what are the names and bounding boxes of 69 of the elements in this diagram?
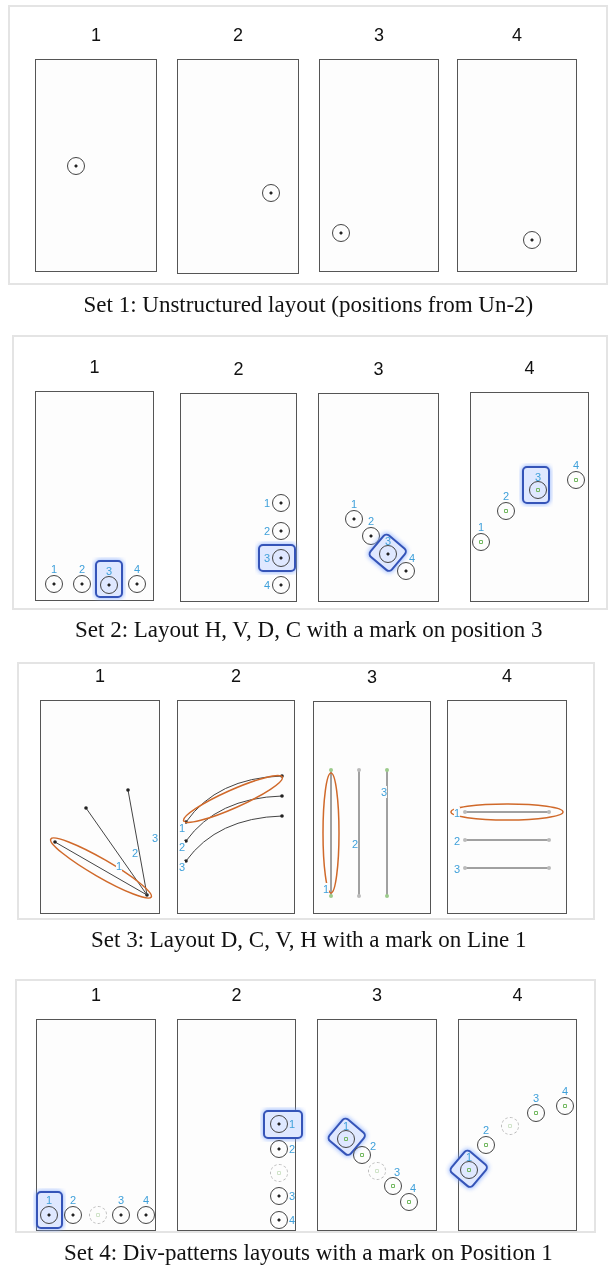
set-title: Set 4: Div-patterns layouts with a mark on Position 1 (64, 1239, 553, 1267)
line-number: 3 (151, 832, 159, 844)
line-number: 3 (453, 863, 461, 875)
position-number: 3 (117, 1194, 125, 1206)
set-title: Set 2: Layout H, V, D, C with a mark on position 3 (75, 616, 543, 644)
position-number: 2 (502, 490, 510, 502)
line-number: 2 (178, 841, 186, 853)
panel-number: 3 (373, 24, 385, 46)
position-number: 3 (393, 1166, 401, 1178)
position-number: 4 (409, 1182, 417, 1194)
panel-number: 4 (523, 357, 536, 379)
position-number: 2 (367, 515, 375, 527)
position-number: 3 (288, 1190, 296, 1202)
panel-number: 2 (232, 24, 244, 46)
panel-number: 1 (90, 24, 102, 46)
position-number: 4 (133, 563, 141, 575)
position-number: 1 (288, 1118, 296, 1130)
set-title: Set 3: Layout D, C, V, H with a mark on Line 1 (91, 926, 527, 954)
panel-number: 2 (230, 665, 242, 687)
panel-number: 1 (94, 665, 106, 687)
position-number: 1 (465, 1151, 473, 1163)
line-number: 1 (115, 860, 123, 872)
position-number: 1 (50, 563, 58, 575)
highlight-mark (519, 463, 553, 507)
panel-number: 3 (371, 984, 383, 1006)
position-number: 2 (482, 1124, 490, 1136)
line-number: 1 (322, 883, 330, 895)
panel-number: 3 (372, 358, 385, 380)
line-number: 2 (351, 838, 359, 850)
position-number: 1 (263, 497, 271, 509)
position-number: 4 (263, 579, 271, 591)
line-number: 2 (453, 835, 461, 847)
highlight-mark (92, 557, 126, 601)
set-title: Set 1: Unstructured layout (positions from Un-2) (83, 291, 534, 319)
position-number: 1 (350, 498, 358, 510)
panel-number: 3 (366, 666, 378, 688)
position-number: 3 (263, 552, 271, 564)
panel-number: 2 (232, 358, 245, 380)
line-number: 3 (178, 861, 186, 873)
position-number: 4 (408, 552, 416, 564)
position-number: 4 (288, 1214, 296, 1226)
line-number: 3 (380, 786, 388, 798)
position-number: 4 (572, 459, 580, 471)
position-number: 4 (561, 1085, 569, 1097)
panel-number: 4 (511, 984, 524, 1006)
panel-number: 1 (90, 984, 102, 1006)
position-number: 1 (477, 521, 485, 533)
position-number: 1 (45, 1194, 53, 1206)
line-number: 2 (131, 847, 139, 859)
position-number: 3 (384, 535, 392, 547)
highlight-mark (32, 1188, 66, 1232)
highlight-mark (260, 1106, 306, 1142)
panel-number: 4 (511, 24, 523, 46)
panel-number: 1 (88, 356, 101, 378)
panel-number: 2 (230, 984, 243, 1006)
position-number: 3 (534, 471, 542, 483)
highlight-mark (255, 541, 299, 575)
position-number: 3 (532, 1092, 540, 1104)
line-number: 1 (178, 822, 186, 834)
position-number: 3 (105, 565, 113, 577)
position-number: 2 (263, 525, 271, 537)
position-number: 2 (369, 1140, 377, 1152)
position-number: 2 (288, 1143, 296, 1155)
position-number: 1 (342, 1120, 350, 1132)
position-number: 2 (78, 563, 86, 575)
position-number: 2 (69, 1194, 77, 1206)
position-number: 4 (142, 1194, 150, 1206)
line-number: 1 (453, 807, 461, 819)
panel-number: 4 (501, 665, 513, 687)
